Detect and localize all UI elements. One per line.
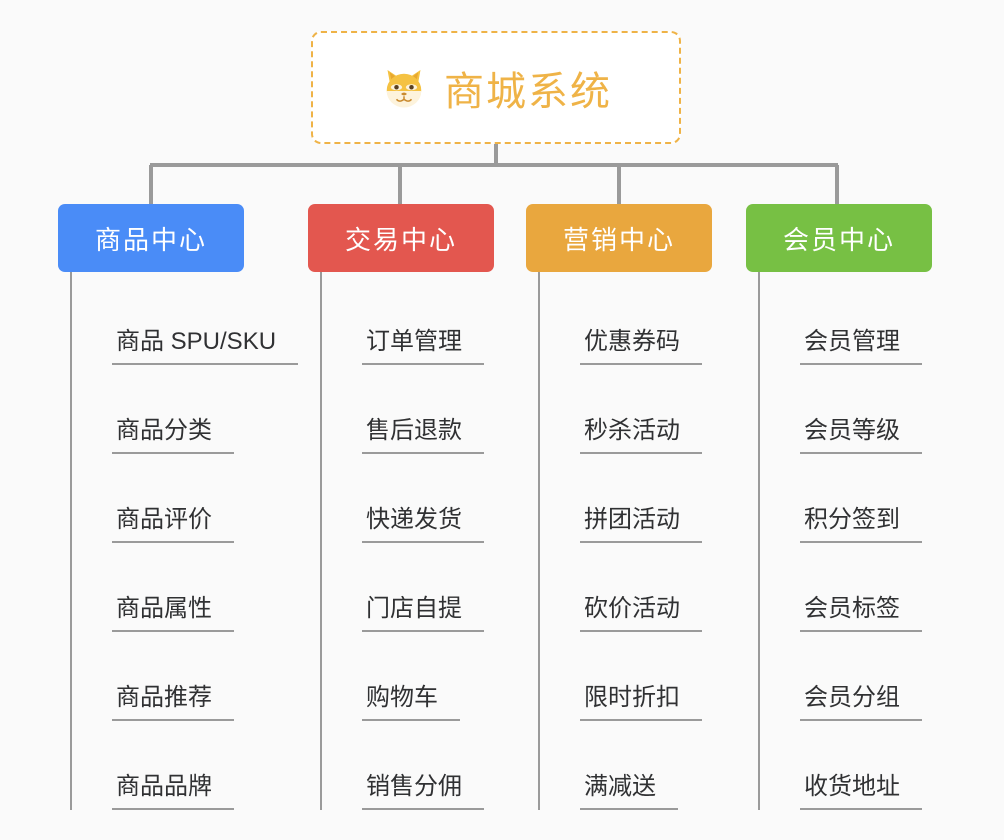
list-item[interactable]: 商品评价 — [84, 454, 278, 543]
column-header-product-center[interactable]: 商品中心 — [58, 204, 244, 272]
list-item-label: 会员管理 — [800, 328, 922, 365]
list-item-label: 砍价活动 — [580, 595, 702, 632]
list-item-label: 限时折扣 — [580, 684, 702, 721]
column-items-marketing-center: 优惠券码 秒杀活动 拼团活动 砍价活动 限时折扣 满减送 — [538, 272, 746, 810]
shiba-dog-face-icon — [380, 64, 428, 112]
list-item[interactable]: 砍价活动 — [552, 543, 746, 632]
column-header-label: 商品中心 — [94, 224, 207, 255]
list-item-label: 积分签到 — [800, 506, 922, 543]
list-item[interactable]: 满减送 — [552, 721, 746, 810]
column-header-label: 会员中心 — [782, 224, 895, 255]
list-item[interactable]: 会员等级 — [772, 365, 966, 454]
list-item[interactable]: 购物车 — [334, 632, 528, 721]
column-header-label: 交易中心 — [344, 224, 457, 255]
column-marketing-center: 营销中心 优惠券码 秒杀活动 拼团活动 砍价活动 限时折扣 — [526, 204, 746, 810]
list-item-label: 收货地址 — [800, 773, 922, 810]
column-items-product-center: 商品 SPU/SKU 商品分类 商品评价 商品属性 商品推荐 商品品牌 — [70, 272, 299, 810]
root-node-title: 商城系统 — [444, 69, 612, 114]
list-item[interactable]: 快递发货 — [334, 454, 528, 543]
list-item[interactable]: 积分签到 — [772, 454, 966, 543]
list-item-label: 门店自提 — [362, 595, 484, 632]
column-trade-center: 交易中心 订单管理 售后退款 快递发货 门店自提 购物车 — [308, 204, 528, 810]
list-item[interactable]: 门店自提 — [334, 543, 528, 632]
list-item-label: 拼团活动 — [580, 506, 702, 543]
list-item[interactable]: 会员标签 — [772, 543, 966, 632]
list-item-label: 快递发货 — [362, 506, 484, 543]
list-item-label: 商品评价 — [112, 506, 234, 543]
list-item-label: 会员分组 — [800, 684, 922, 721]
column-member-center: 会员中心 会员管理 会员等级 积分签到 会员标签 会员分组 — [746, 204, 966, 810]
list-item-label: 会员标签 — [800, 595, 922, 632]
list-item[interactable]: 会员分组 — [772, 632, 966, 721]
list-item-label: 销售分佣 — [362, 773, 484, 810]
column-product-center: 商品中心 商品 SPU/SKU 商品分类 商品评价 商品属性 商品推荐 — [58, 204, 299, 810]
list-item[interactable]: 销售分佣 — [334, 721, 528, 810]
list-item[interactable]: 会员管理 — [772, 276, 966, 365]
column-items-member-center: 会员管理 会员等级 积分签到 会员标签 会员分组 收货地址 — [758, 272, 966, 810]
column-header-marketing-center[interactable]: 营销中心 — [526, 204, 712, 272]
list-item[interactable]: 秒杀活动 — [552, 365, 746, 454]
list-item[interactable]: 商品品牌 — [84, 721, 278, 810]
list-item-label: 会员等级 — [800, 417, 922, 454]
list-item-label: 商品属性 — [112, 595, 234, 632]
column-header-trade-center[interactable]: 交易中心 — [308, 204, 494, 272]
list-item-label: 商品推荐 — [112, 684, 234, 721]
list-item[interactable]: 售后退款 — [334, 365, 528, 454]
list-item-label: 优惠券码 — [580, 328, 702, 365]
column-header-label: 营销中心 — [562, 224, 675, 255]
list-item[interactable]: 商品属性 — [84, 543, 278, 632]
list-item-label: 满减送 — [580, 773, 678, 810]
list-item[interactable]: 商品 SPU/SKU — [84, 276, 299, 365]
list-item-label: 售后退款 — [362, 417, 484, 454]
list-item[interactable]: 商品分类 — [84, 365, 278, 454]
list-item-label: 商品 SPU/SKU — [112, 328, 299, 365]
column-header-member-center[interactable]: 会员中心 — [746, 204, 932, 272]
root-node-card[interactable]: 商城系统 — [311, 31, 681, 144]
list-item[interactable]: 拼团活动 — [552, 454, 746, 543]
list-item-label: 订单管理 — [362, 328, 484, 365]
list-item[interactable]: 优惠券码 — [552, 276, 746, 365]
column-items-trade-center: 订单管理 售后退款 快递发货 门店自提 购物车 销售分佣 — [320, 272, 528, 810]
list-item-label: 秒杀活动 — [580, 417, 702, 454]
column-container: 商品中心 商品 SPU/SKU 商品分类 商品评价 商品属性 商品推荐 — [0, 204, 1004, 840]
list-item-label: 购物车 — [362, 684, 460, 721]
list-item-label: 商品分类 — [112, 417, 234, 454]
list-item[interactable]: 收货地址 — [772, 721, 966, 810]
list-item-label: 商品品牌 — [112, 773, 234, 810]
list-item[interactable]: 限时折扣 — [552, 632, 746, 721]
list-item[interactable]: 订单管理 — [334, 276, 528, 365]
list-item[interactable]: 商品推荐 — [84, 632, 278, 721]
